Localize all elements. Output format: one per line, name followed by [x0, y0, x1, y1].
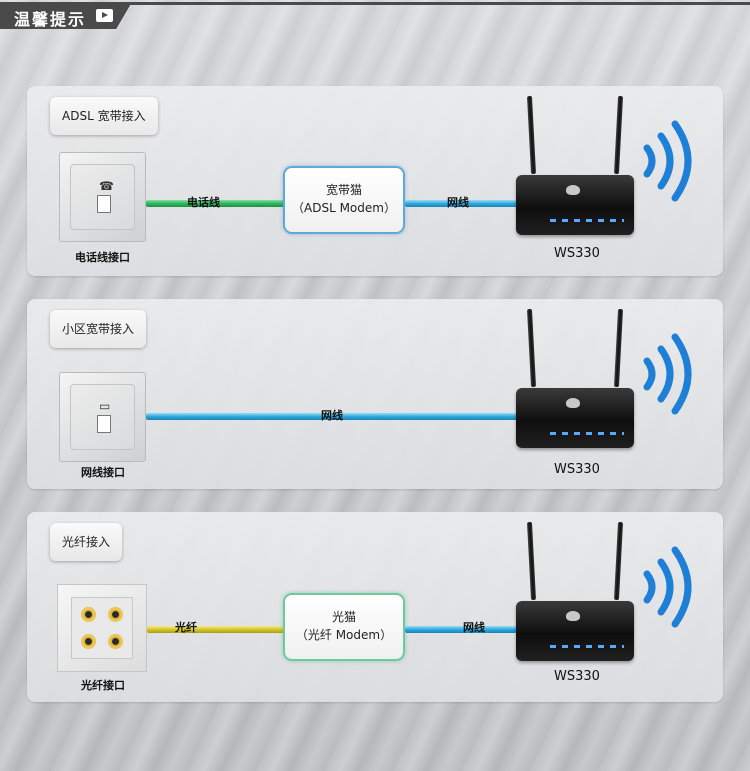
modem-name: 光猫 — [331, 610, 356, 624]
router-body — [516, 601, 634, 661]
router-label: WS330 — [554, 462, 600, 477]
network-cable — [405, 200, 517, 207]
antenna-left — [526, 308, 537, 388]
wifi-signal-icon — [643, 546, 692, 628]
panel-tag: 光纤接入 — [50, 523, 123, 561]
page-title: 温馨提示 — [14, 10, 87, 29]
modem-subtitle: （光纤 Modem） — [295, 628, 393, 642]
fiber-port — [108, 634, 123, 649]
header-rule — [0, 2, 750, 5]
phone-wall-socket: ☎ — [59, 152, 146, 242]
router-body — [516, 388, 634, 448]
network-cable — [146, 413, 517, 420]
antenna-right — [613, 95, 624, 175]
router — [516, 308, 656, 449]
adsl-modem: 宽带猫 （ADSL Modem） — [283, 166, 405, 234]
antenna-left — [526, 521, 537, 601]
antenna-left — [526, 95, 537, 175]
computer-icon: ▭ — [99, 399, 111, 413]
router-logo — [566, 611, 580, 621]
jack-label: 网线接口 — [81, 466, 125, 479]
socket-port — [97, 415, 111, 433]
panel-tag: 小区宽带接入 — [50, 310, 147, 348]
router-logo — [566, 398, 580, 408]
socket-faceplate: ▭ — [70, 384, 135, 450]
router-label: WS330 — [554, 246, 600, 261]
network-wall-socket: ▭ — [59, 372, 146, 462]
antenna-right — [613, 308, 624, 388]
wifi-signal-icon — [643, 120, 692, 202]
wifi-signal-icon — [643, 333, 692, 415]
fiber-cable — [147, 626, 285, 633]
router-leds — [550, 432, 624, 435]
router — [516, 95, 656, 236]
network-cable-label: 网线 — [321, 409, 343, 422]
antenna-right — [613, 521, 624, 601]
fiber-wall-socket — [57, 584, 147, 672]
network-cable-label: 网线 — [463, 621, 485, 634]
panel-fiber: 光纤接入 光纤接口 光纤 光猫 （光纤 Modem） 网线 WS330 — [27, 512, 723, 702]
router-leds — [550, 645, 624, 648]
network-cable — [405, 626, 517, 633]
modem-subtitle: （ADSL Modem） — [292, 201, 396, 215]
phone-cable-label: 电话线 — [187, 196, 220, 209]
network-cable-label: 网线 — [447, 196, 469, 209]
fiber-modem: 光猫 （光纤 Modem） — [283, 593, 405, 661]
fiber-port — [81, 607, 96, 622]
panel-community: 小区宽带接入 ▭ 网线接口 网线 WS330 — [27, 299, 723, 489]
socket-faceplate — [71, 597, 133, 659]
jack-label: 电话线接口 — [75, 251, 130, 264]
modem-name: 宽带猫 — [325, 183, 362, 197]
router-logo — [566, 185, 580, 195]
fiber-port — [108, 607, 123, 622]
router-body — [516, 175, 634, 235]
jack-label: 光纤接口 — [81, 679, 125, 692]
router — [516, 521, 656, 662]
router-label: WS330 — [554, 669, 600, 684]
fiber-port — [81, 634, 96, 649]
router-leds — [550, 219, 624, 222]
fiber-cable-label: 光纤 — [175, 621, 197, 634]
panel-adsl: ADSL 宽带接入 ☎ 电话线接口 电话线 宽带猫 （ADSL Modem） 网… — [27, 86, 723, 276]
panel-tag: ADSL 宽带接入 — [50, 97, 158, 135]
phone-cable — [146, 200, 286, 207]
play-icon — [96, 9, 113, 22]
socket-faceplate: ☎ — [70, 164, 135, 230]
socket-port — [97, 195, 111, 213]
phone-icon: ☎ — [99, 179, 114, 193]
